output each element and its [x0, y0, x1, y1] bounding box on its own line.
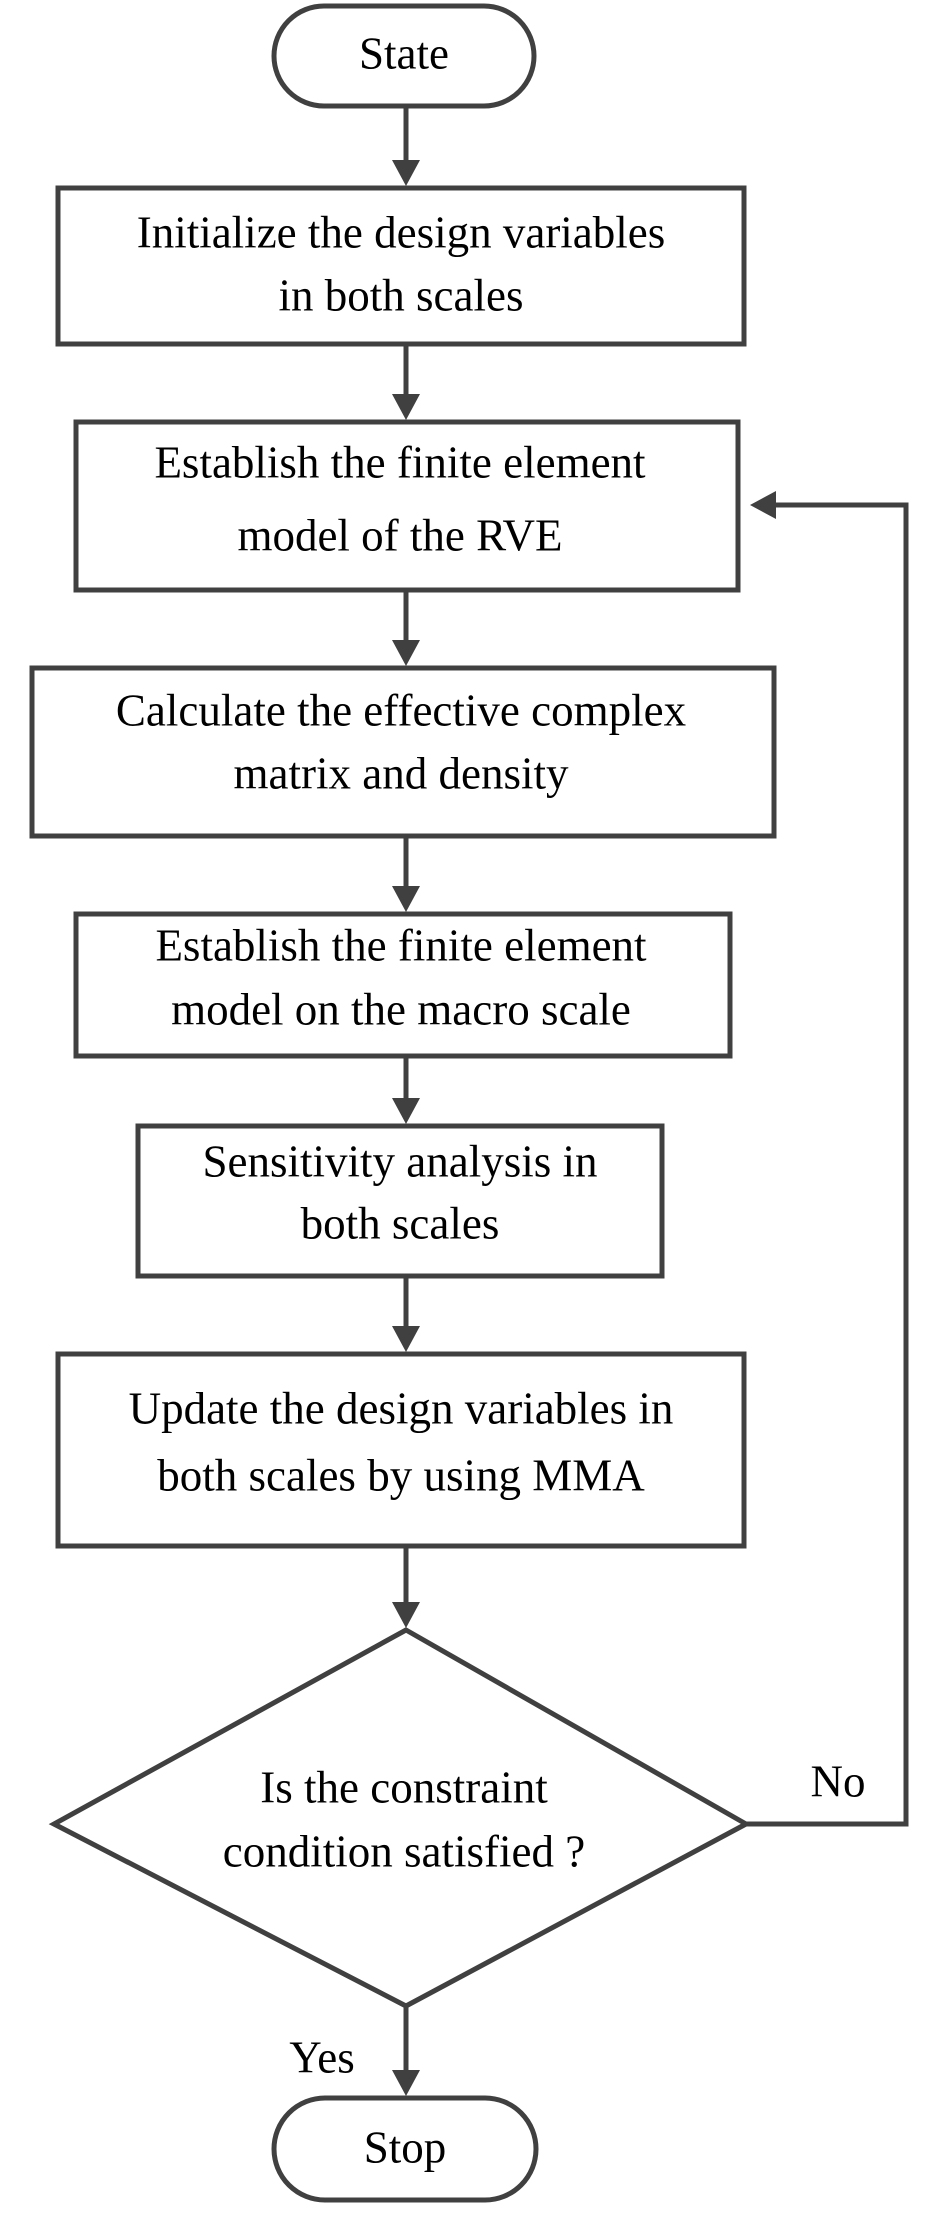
step-2-line-2: model of the RVE: [237, 510, 562, 560]
arrowhead: [392, 640, 420, 666]
step-6-line-1: Update the design variables in: [129, 1383, 674, 1433]
step-4-line-2: model on the macro scale: [171, 984, 631, 1034]
step-5-line-1: Sensitivity analysis in: [202, 1136, 597, 1186]
step-3-line-1: Calculate the effective complex: [116, 685, 686, 735]
step-update-design-variables: Update the design variables in both scal…: [55, 1351, 747, 1549]
start-label: State: [359, 28, 449, 78]
step-6-line-2: both scales by using MMA: [157, 1450, 645, 1500]
decision-line-2: condition satisfied ?: [223, 1826, 585, 1876]
step-sensitivity-analysis: Sensitivity analysis in both scales: [135, 1123, 665, 1279]
arrowhead: [392, 160, 420, 186]
arrowhead: [392, 394, 420, 420]
arrowhead: [392, 886, 420, 912]
step-calculate-effective-matrix: Calculate the effective complex matrix a…: [29, 665, 777, 839]
step-5-line-2: both scales: [301, 1198, 500, 1248]
step-1-line-1: Initialize the design variables: [137, 207, 666, 257]
step-establish-rve-model: Establish the finite element model of th…: [73, 419, 741, 593]
step-initialize-design-variables: Initialize the design variables in both …: [55, 185, 747, 347]
decision-constraint-satisfied: Is the constraint condition satisfied ?: [48, 1627, 752, 2009]
no-branch-label: No: [811, 1756, 866, 1806]
connector-no-loop: [746, 502, 909, 1827]
step-2-line-1: Establish the finite element: [154, 437, 646, 487]
arrowhead: [392, 1602, 420, 1628]
stop-terminator: Stop: [271, 2095, 539, 2203]
step-3-line-2: matrix and density: [234, 748, 569, 798]
start-terminator: State: [271, 3, 537, 109]
stop-label: Stop: [364, 2122, 447, 2172]
arrowhead: [392, 2070, 420, 2096]
arrowhead: [392, 1098, 420, 1124]
connectors: [392, 106, 909, 2096]
step-establish-macro-model: Establish the finite element model on th…: [73, 911, 733, 1059]
step-4-line-1: Establish the finite element: [155, 920, 647, 970]
arrowhead: [392, 1326, 420, 1352]
decision-line-1: Is the constraint: [260, 1762, 548, 1812]
arrowhead: [750, 491, 776, 519]
step-1-line-2: in both scales: [279, 270, 524, 320]
yes-branch-label: Yes: [289, 2032, 354, 2082]
